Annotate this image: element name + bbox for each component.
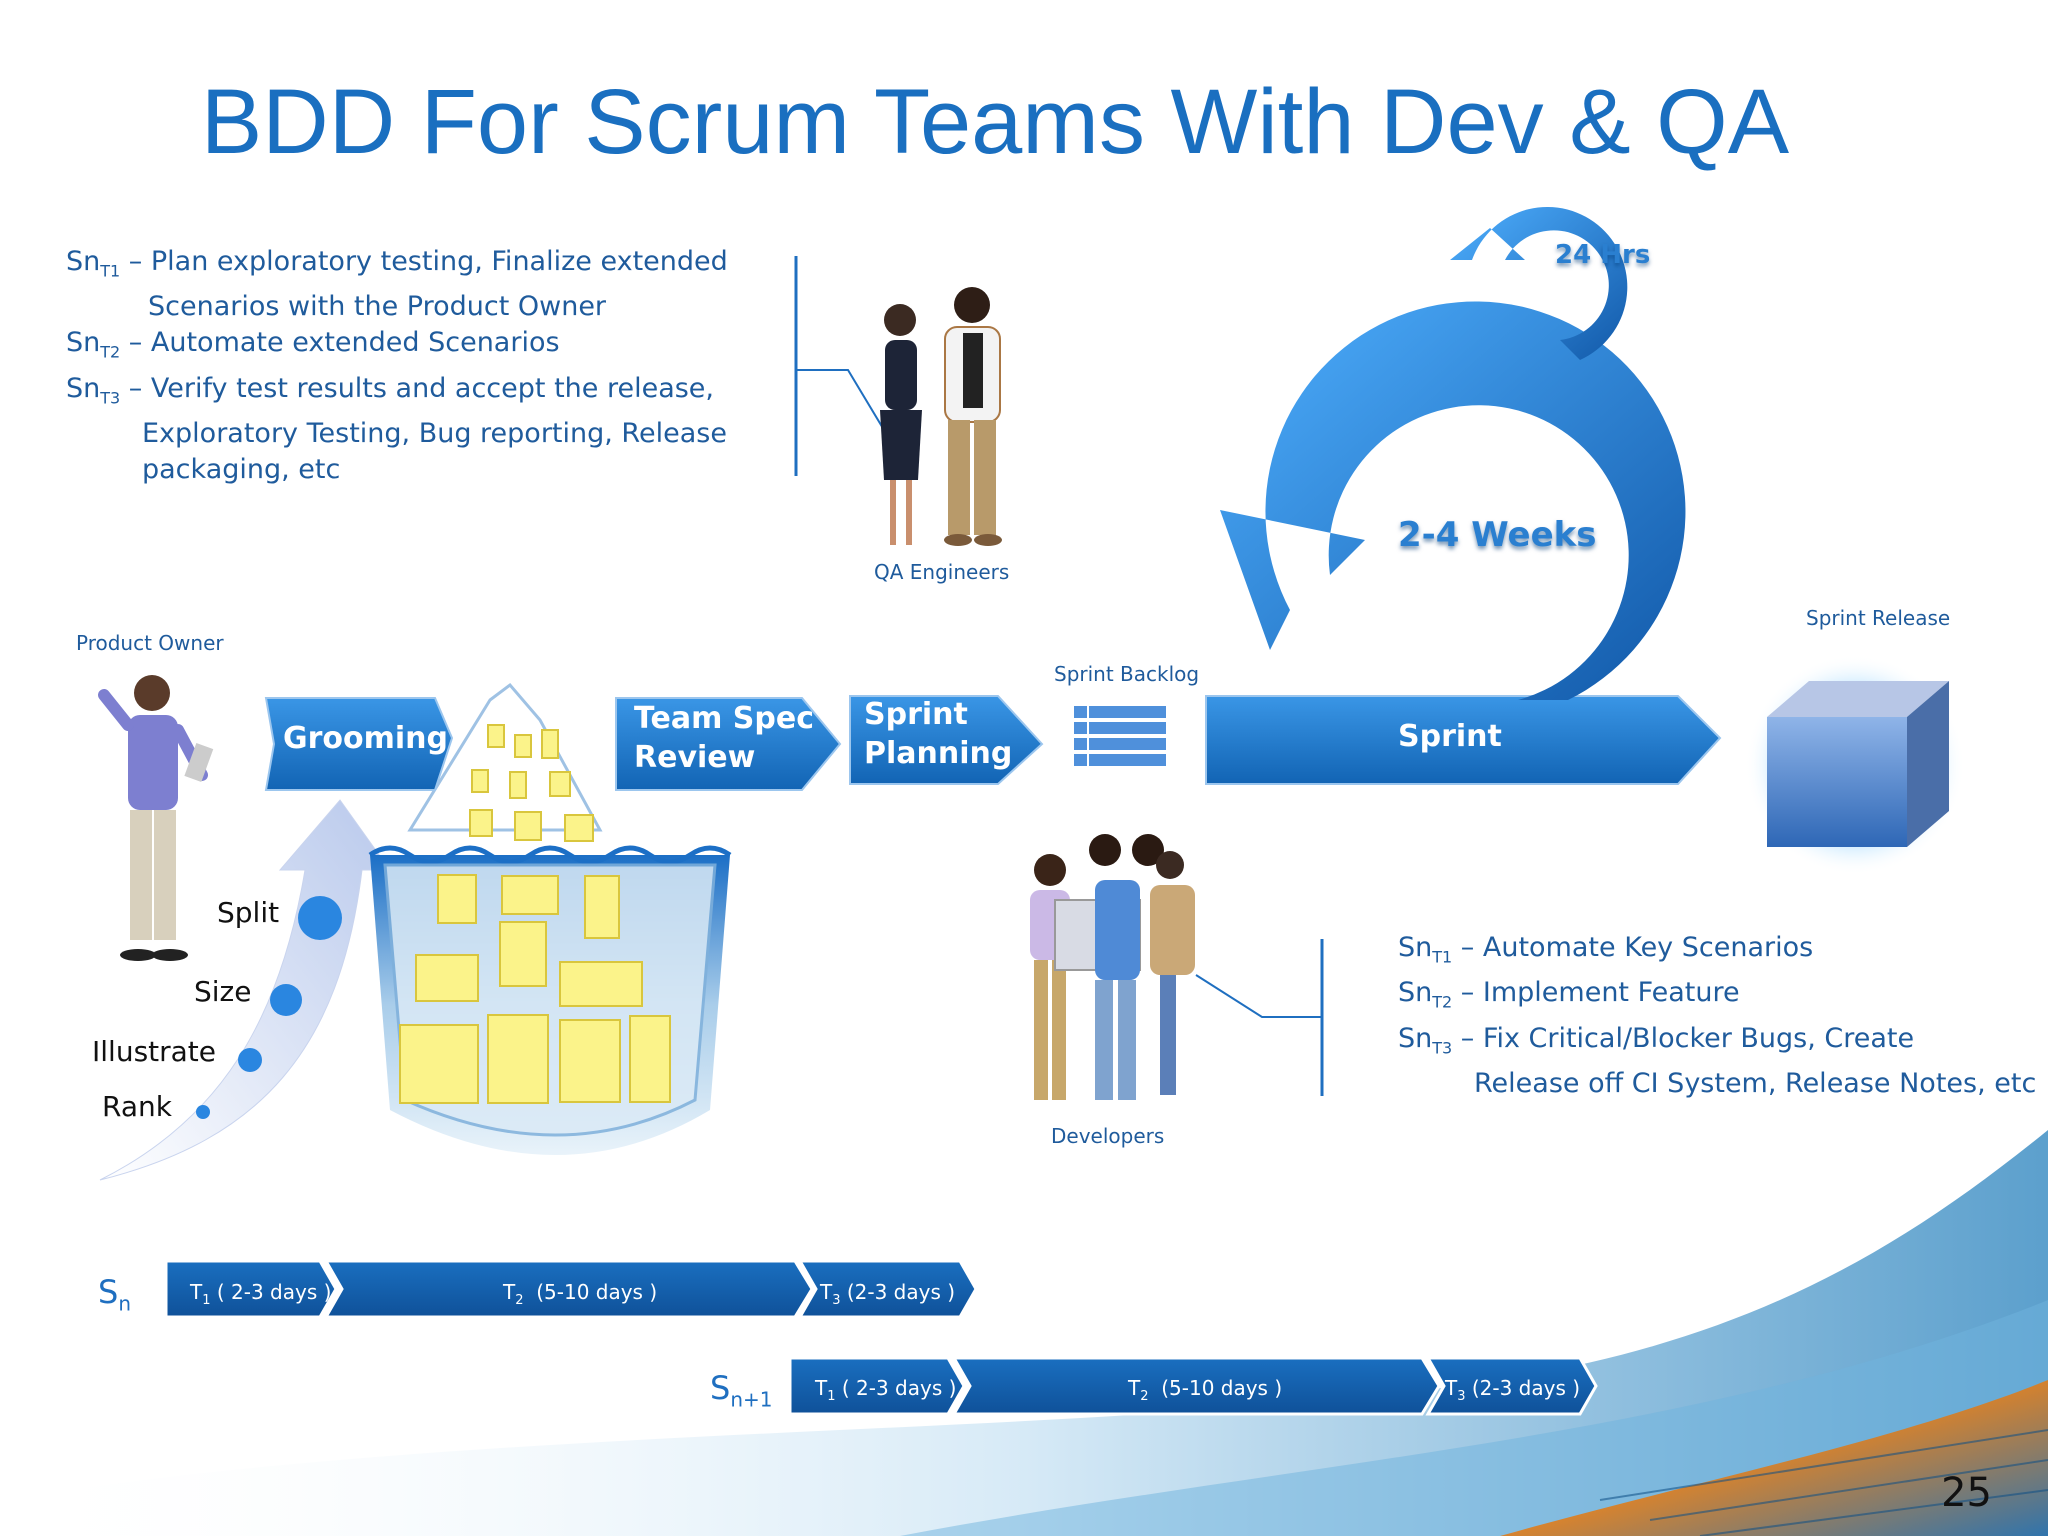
qa-notes: SnT1 – Plan exploratory testing, Finaliz… [66,244,728,488]
product-owner-label: Product Owner [76,631,224,655]
developers-photo [1030,834,1195,1100]
qa-note-t2: SnT2 – Automate extended Scenarios [66,327,560,362]
sn-t3-label: T3 (2-3 days ) [820,1280,956,1308]
sn-t2-label: T2 (5-10 days ) [503,1280,658,1308]
team-spec-label-2: Review [634,740,756,775]
sprint-planning-label-1: Sprint [864,697,968,732]
qa-note-t3-cont: Exploratory Testing, Bug reporting, Rele… [142,418,727,450]
daily-loop-label: 24 Hrs [1555,240,1651,270]
qa-note-t1: SnT1 – Plan exploratory testing, Finaliz… [66,246,728,281]
qa-bracket [794,256,891,476]
sn1-t3-label: T3 (2-3 days ) [1445,1376,1581,1404]
qa-note-t3-cont2: packaging, etc [142,454,341,486]
developers-label: Developers [1051,1124,1165,1148]
dev-bracket [1195,939,1324,1096]
team-spec-label-1: Team Spec [634,701,814,736]
sprint-backlog-stack-icon [1074,706,1166,768]
backlog-iceberg [368,682,732,1155]
grooming-chevron [264,697,454,791]
sn-t3-segment [797,1259,978,1319]
sn1-t3-segment [1425,1356,1598,1416]
step-size: Size [194,975,252,1008]
step-split: Split [217,896,280,929]
grooming-curve-arrow [99,799,391,1181]
sprint-label: Sprint [1398,719,1502,754]
flow-chevrons [264,695,1722,791]
dev-notes: SnT1 – Automate Key Scenarios SnT2 – Imp… [1398,930,2036,1102]
sprint-release-cube-icon [1745,655,1965,875]
slide-title: BDD For Scrum Teams With Dev & QA [200,71,1790,173]
product-owner-photo [98,675,214,961]
sprint-release-label: Sprint Release [1806,606,1951,630]
sprint-chevron [1205,695,1722,785]
sprint-planning-label-2: Planning [864,736,1013,771]
sn-label: Sn [98,1273,131,1316]
grooming-label: Grooming [283,721,449,756]
team-spec-chevron [615,697,842,791]
step-illustrate: Illustrate [92,1035,217,1068]
qa-engineers-label: QA Engineers [874,560,1010,584]
dev-note-t3: SnT3 – Fix Critical/Blocker Bugs, Create [1398,1022,1915,1058]
sn-t1-label: T1 ( 2-3 days ) [190,1280,332,1308]
qa-engineers-photo [880,287,1002,546]
sn-t1-segment [164,1259,338,1319]
sn1-label: Sn+1 [710,1369,773,1412]
sprint-planning-chevron [849,695,1044,785]
sn-t2-segment [323,1259,814,1319]
sn1-t1-segment [788,1356,966,1416]
dev-note-t2: SnT2 – Implement Feature [1398,977,1740,1012]
qa-note-t1-cont: Scenarios with the Product Owner [148,291,607,323]
qa-note-t3: SnT3 – Verify test results and accept th… [66,372,715,408]
step-rank: Rank [102,1090,172,1123]
sn1-t2-segment [951,1356,1441,1416]
dev-note-t1: SnT1 – Automate Key Scenarios [1398,932,1814,967]
sn1-t2-label: T2 (5-10 days ) [1128,1376,1283,1404]
sprint-loop-arrow [1220,206,1686,700]
timeline-bars [164,1259,1598,1416]
page-number: 25 [1941,1470,1992,1516]
sprint-backlog-label: Sprint Backlog [1054,662,1200,686]
dev-note-t3-cont: Release off CI System, Release Notes, et… [1474,1068,2037,1100]
sprint-length-label: 2-4 Weeks [1398,515,1597,555]
sn1-t1-label: T1 ( 2-3 days ) [815,1376,957,1404]
